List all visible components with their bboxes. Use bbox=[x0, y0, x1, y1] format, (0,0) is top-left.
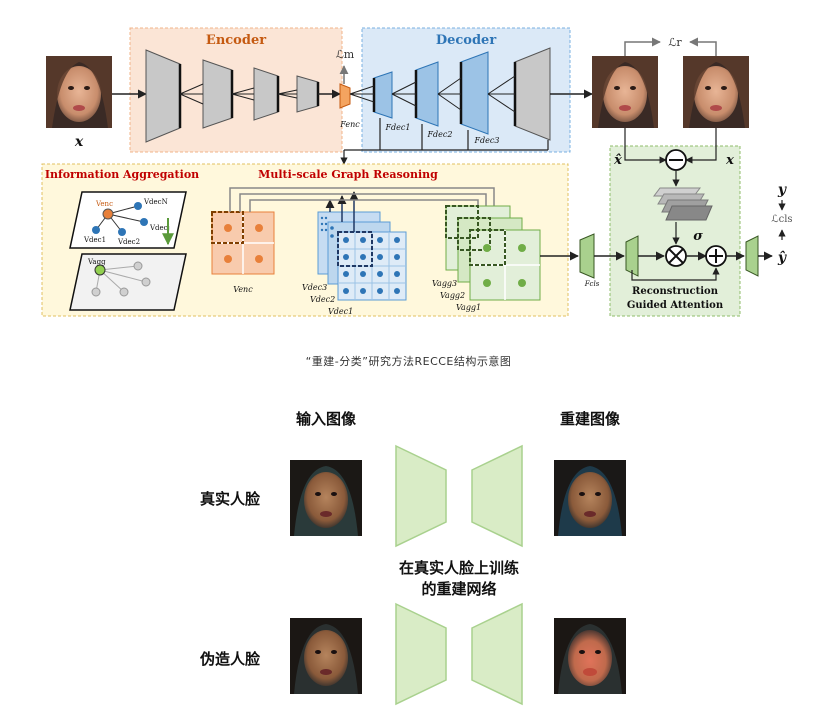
f-dec1-label: Fdec1 bbox=[385, 123, 411, 132]
node-v-agg-label: Vagg bbox=[87, 258, 106, 266]
v-dec3-label: Vdec3 bbox=[302, 283, 327, 292]
x-label: x bbox=[725, 153, 734, 168]
v-agg2-label: Vagg2 bbox=[440, 291, 465, 300]
real-reconstruction-network bbox=[395, 444, 523, 548]
figure-caption: “重建-分类”研究方法RECCE结构示意图 bbox=[305, 355, 512, 368]
minus-operator bbox=[665, 149, 687, 171]
output-feature-block bbox=[745, 235, 759, 277]
real-face-label: 真实人脸 bbox=[200, 490, 261, 508]
decoder-title: Decoder bbox=[436, 33, 496, 48]
reconstruction-line1: Reconstruction bbox=[632, 286, 719, 297]
network-label-line1: 在真实人脸上训练 bbox=[399, 559, 519, 577]
reconstruction-attention-panel bbox=[609, 145, 741, 317]
v-enc-grid bbox=[211, 211, 275, 275]
multiply-operator bbox=[665, 245, 687, 267]
encoder-layers bbox=[145, 49, 341, 143]
info-aggregation-title: Information Aggregation bbox=[45, 168, 199, 181]
original-face-image bbox=[683, 56, 749, 128]
real-input-face-image bbox=[290, 460, 362, 536]
attention-maps bbox=[653, 187, 713, 221]
v-agg-grids bbox=[445, 205, 541, 301]
f-enc-label: Fenc bbox=[339, 120, 360, 129]
f-dec2-label: Fdec2 bbox=[427, 130, 453, 139]
encoder-title: Encoder bbox=[206, 33, 266, 48]
decoder-layers bbox=[349, 47, 551, 141]
v-dec1-label: Vdec1 bbox=[328, 307, 353, 316]
node-v-dec-2-label: Vdec2 bbox=[117, 238, 140, 246]
f-cls-label: Fcls bbox=[584, 280, 600, 288]
x-hat-label: x̂ bbox=[613, 153, 622, 168]
node-v-dec-1-label: Vdec1 bbox=[83, 236, 106, 244]
y-label: y bbox=[777, 182, 787, 198]
input-face-image bbox=[46, 56, 112, 128]
fake-reconstructed-face-image bbox=[554, 618, 626, 694]
network-label-line2: 的重建网络 bbox=[421, 580, 496, 598]
v-dec-grids bbox=[317, 191, 407, 301]
sigma-label: σ bbox=[693, 229, 703, 244]
info-aggregation-graph-bottom: Vagg bbox=[69, 253, 187, 311]
input-label: x bbox=[74, 134, 84, 150]
f-dec3-label: Fdec3 bbox=[474, 136, 500, 145]
v-dec2-label: Vdec2 bbox=[310, 295, 335, 304]
fake-reconstruction-network bbox=[395, 602, 523, 706]
fake-input-face-image bbox=[290, 618, 362, 694]
reconstruction-line2: Guided Attention bbox=[627, 300, 724, 311]
loss-cls-label: ℒcls bbox=[771, 214, 792, 225]
real-reconstructed-face-image bbox=[554, 460, 626, 536]
node-v-dec-n-label: VdecN bbox=[143, 198, 168, 206]
attention-feature-block bbox=[625, 235, 639, 277]
reconstructed-image-header: 重建图像 bbox=[560, 410, 621, 428]
add-operator bbox=[705, 245, 727, 267]
fake-face-label: 伪造人脸 bbox=[199, 650, 261, 668]
f-enc-block bbox=[339, 83, 351, 109]
node-v-dec-j-label: Vdecj bbox=[149, 224, 170, 232]
graph-reasoning-title: Multi-scale Graph Reasoning bbox=[258, 168, 438, 181]
input-image-header: 输入图像 bbox=[296, 410, 357, 428]
reconstructed-face-image bbox=[592, 56, 658, 128]
info-aggregation-graph-top: Venc VdecN Vdecj Vdec1 Vdec2 bbox=[69, 191, 187, 249]
v-enc-label: Venc bbox=[233, 285, 253, 294]
v-agg3-label: Vagg3 bbox=[432, 279, 457, 288]
y-hat-label: ŷ bbox=[777, 249, 787, 266]
f-cls-block bbox=[579, 233, 595, 279]
v-agg1-label: Vagg1 bbox=[456, 303, 481, 312]
loss-m-label: ℒm bbox=[336, 48, 355, 61]
loss-r-label: ℒr bbox=[668, 36, 682, 49]
node-v-enc-label: Venc bbox=[95, 200, 113, 208]
